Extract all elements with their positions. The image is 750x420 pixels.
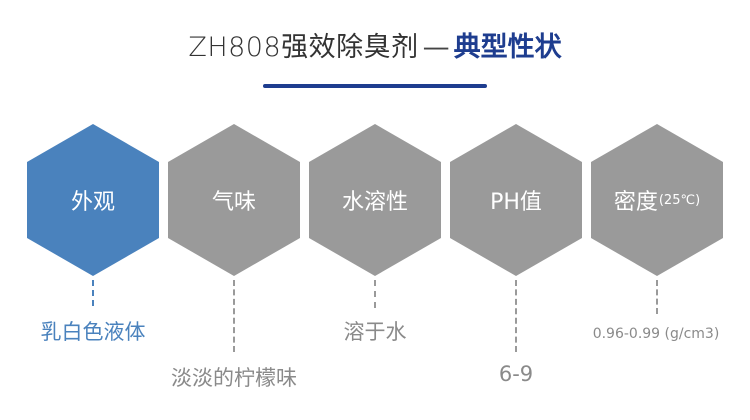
hex-solubility[interactable]: 水溶性 xyxy=(309,124,441,276)
title-dash: — xyxy=(422,32,450,63)
connector-odor xyxy=(233,280,235,352)
title-highlight: 典型性状 xyxy=(453,32,562,63)
hex-density-unit: (25℃) xyxy=(658,192,701,208)
value-density: 0.96-0.99 (g/cm3) xyxy=(592,326,720,342)
hex-density-label: 密度 xyxy=(613,190,658,215)
connector-appearance xyxy=(92,280,94,306)
hex-odor-label: 气味 xyxy=(211,190,256,215)
title-underline xyxy=(263,84,487,88)
hex-ph-label: PH值 xyxy=(490,190,542,215)
value-ph: 6-9 xyxy=(498,362,534,386)
hex-ph[interactable]: PH值 xyxy=(450,124,582,276)
hex-odor[interactable]: 气味 xyxy=(168,124,300,276)
page-title: ZH808强效除臭剂—典型性状 xyxy=(0,28,750,68)
hex-appearance[interactable]: 外观 xyxy=(27,124,159,276)
hex-appearance-label: 外观 xyxy=(70,190,115,215)
connector-density xyxy=(656,280,658,314)
value-appearance: 乳白色液体 xyxy=(40,320,146,344)
connector-ph xyxy=(515,280,517,352)
value-odor: 淡淡的柠檬味 xyxy=(171,366,297,390)
value-solubility: 溶于水 xyxy=(343,320,407,344)
hex-solubility-label: 水溶性 xyxy=(341,190,408,215)
hex-density[interactable]: 密度(25℃) xyxy=(591,124,723,276)
connector-solubility xyxy=(374,280,376,308)
product-name: ZH808强效除臭剂 xyxy=(188,32,419,63)
